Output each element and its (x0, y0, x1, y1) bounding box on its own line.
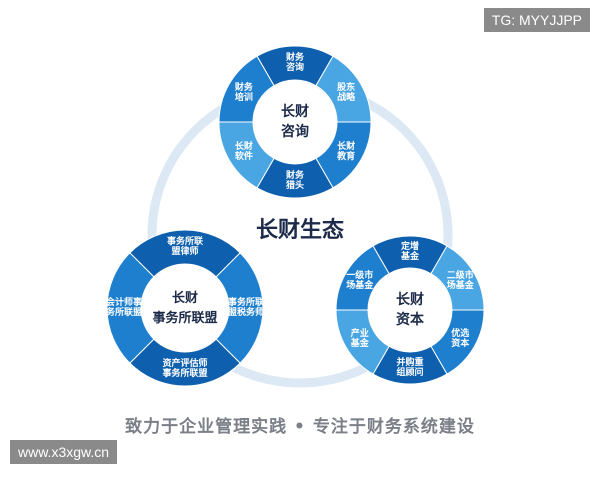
ring-center (369, 269, 451, 351)
segment-label: 事务所联盟律师 (166, 237, 203, 257)
ring-segment (335, 245, 390, 311)
segment-label: 二级市场基金 (446, 271, 474, 291)
segment-label: 优选资本 (451, 329, 470, 349)
segment-label: 产业基金 (350, 329, 369, 349)
slogan: 致力于企业管理实践 • 专注于财务系统建设 (125, 417, 475, 437)
segment-label: 股东战略 (337, 82, 356, 103)
segment-label: 长财软件 (234, 141, 253, 162)
ring-title: 长财咨询 (281, 103, 309, 140)
segment-label: 财务咨询 (285, 53, 304, 73)
center-title: 长财生态 (255, 218, 344, 243)
ring-title: 长财事务所联盟 (152, 290, 217, 326)
ring-center (142, 265, 228, 351)
segment-label: 一级市场基金 (346, 271, 374, 291)
segment-label: 事务所联盟税务师 (227, 298, 264, 318)
segment-label: 并购重组顾问 (396, 358, 424, 378)
ring-consulting: 长财咨询 (218, 45, 372, 199)
segment-label: 财务猎头 (285, 171, 304, 191)
ring-center (254, 81, 336, 163)
site-watermark: www.x3xgw.cn (10, 440, 118, 464)
segment-label: 财务培训 (234, 82, 253, 103)
segment-label: 长财教育 (337, 141, 356, 162)
tg-watermark: TG: MYYJJPP (483, 8, 590, 32)
segment-label: 资产评估师事务所联盟 (162, 359, 208, 379)
ring-segment (106, 252, 155, 364)
ring-title: 长财资本 (396, 291, 425, 328)
segment-label: 会计师事务所联盟 (105, 298, 142, 318)
ring-alliance: 长财事务所联盟 (106, 229, 264, 387)
segment-label: 定增基金 (400, 242, 419, 262)
ring-capital: 长财资本 (335, 235, 485, 385)
ring-segment (218, 55, 275, 123)
